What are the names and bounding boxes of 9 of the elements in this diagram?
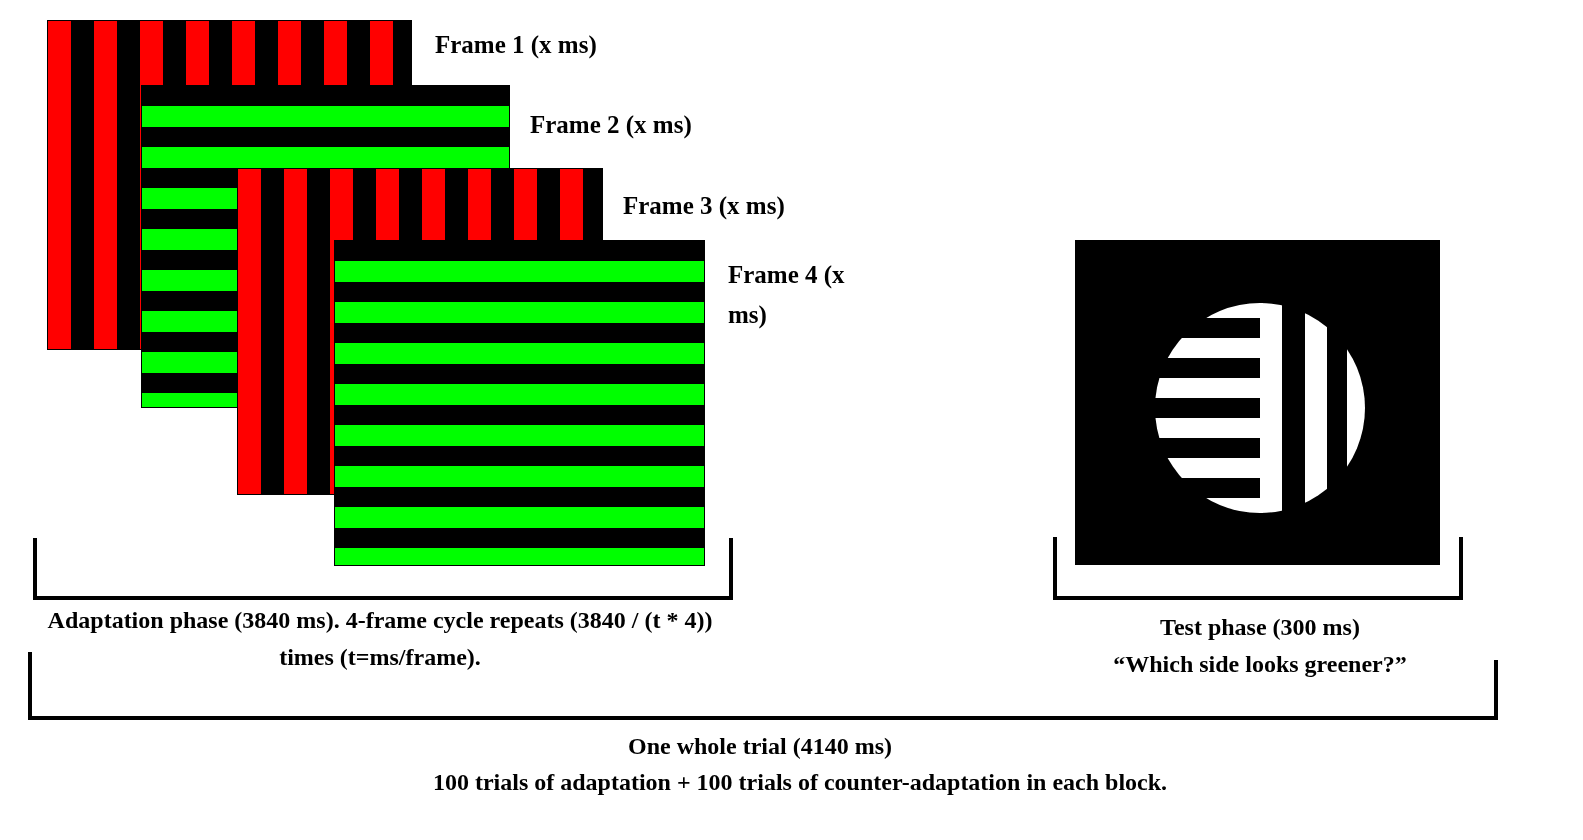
block-note: 100 trials of adaptation + 100 trials of counter-adaptation in each block. — [431, 768, 1169, 797]
trial-caption: One whole trial (4140 ms) — [627, 732, 893, 761]
frame-label: Frame 3 (x ms) — [623, 191, 786, 222]
frame-label: Frame 2 (x ms) — [530, 110, 693, 141]
frame-label: Frame 4 (x ms) — [728, 260, 846, 331]
question-text: “Which side looks greener?” — [1112, 650, 1408, 679]
frame-label: Frame 1 (x ms) — [435, 30, 598, 61]
phase-caption: Adaptation phase (3840 ms). 4-frame cycle repeats (3840 / (t * 4)) times (t=ms/frame). — [46, 606, 714, 672]
phase-caption: Test phase (300 ms) — [1159, 613, 1361, 642]
